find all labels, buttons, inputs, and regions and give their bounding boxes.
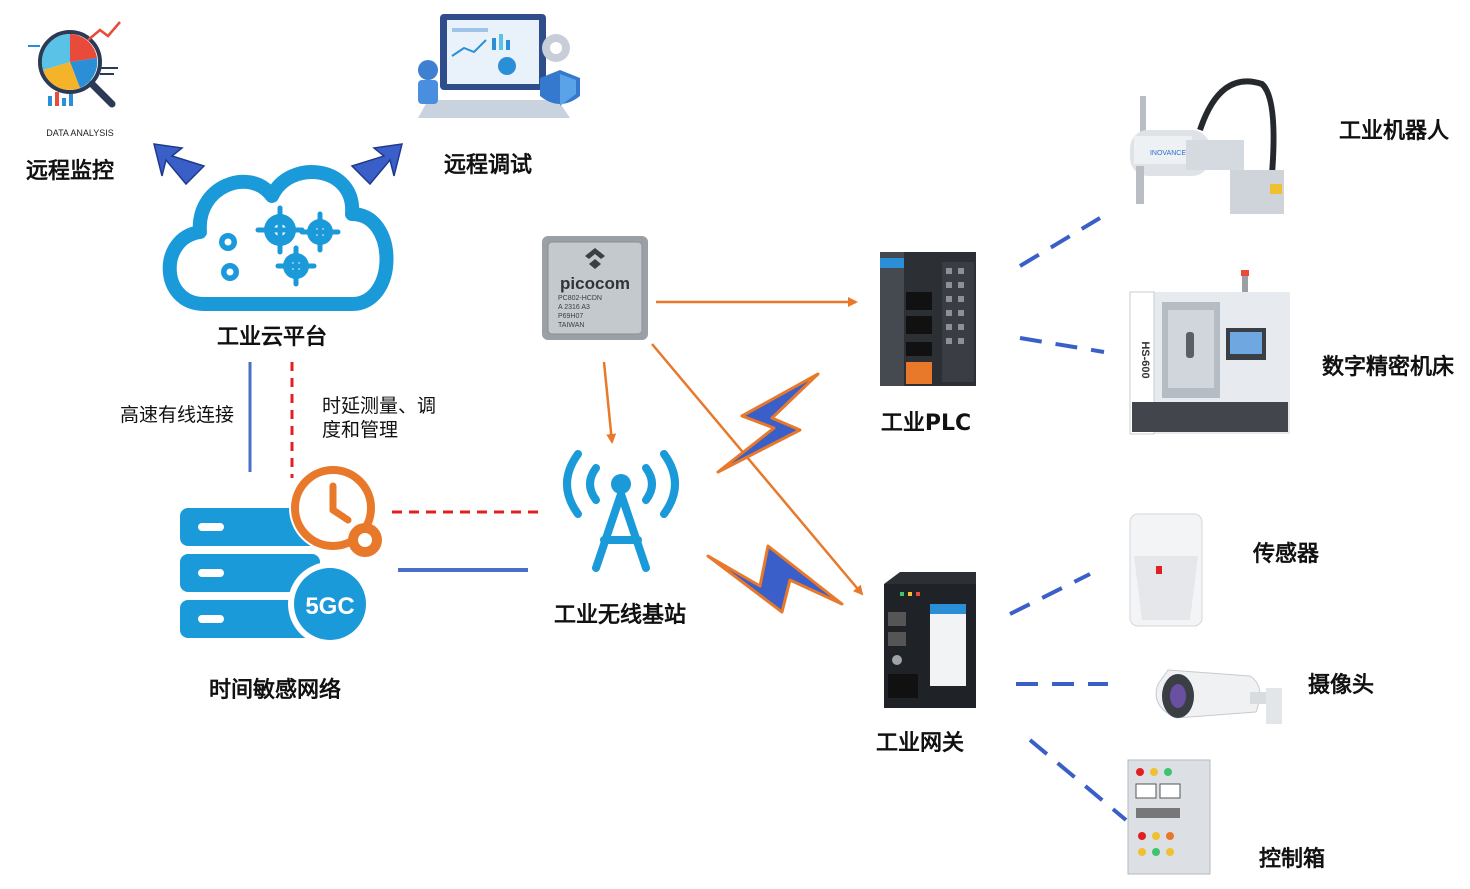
chip-code: A 2316 A3 — [558, 304, 590, 311]
cloud-platform-icon — [162, 165, 394, 311]
chip-model: PC802-HCDN — [558, 295, 602, 302]
gateway-device-icon — [884, 572, 976, 708]
delay-label-line1: 时延测量、调 — [322, 395, 436, 417]
cloud-platform-label: 工业云平台 — [217, 324, 327, 350]
control-box-icon — [1127, 759, 1211, 875]
plc-cnc-link — [1019, 336, 1105, 354]
five-gc-label: 5GC — [305, 593, 354, 620]
plc-device-icon — [880, 252, 976, 386]
plc-robot-link — [1018, 216, 1102, 268]
gateway-box-link — [1028, 738, 1128, 822]
industrial-robot-icon: INOVANCE — [1130, 78, 1284, 214]
wired-link-label: 高速有线连接 — [120, 404, 234, 426]
robot-label: 工业机器人 — [1339, 119, 1449, 144]
camera-label: 摄像头 — [1308, 672, 1374, 698]
wireless-bolt-upper-icon — [716, 372, 820, 474]
sensor-label: 传感器 — [1252, 541, 1320, 567]
tsn-label: 时间敏感网络 — [209, 677, 341, 703]
camera-icon — [1155, 669, 1282, 724]
cnc-machine-icon: HS-600 — [1129, 270, 1290, 435]
chip-batch: P69H07 — [558, 313, 583, 320]
chip-brand: picocom — [560, 274, 630, 293]
gateway-label: 工业网关 — [876, 731, 964, 756]
chip-origin: TAIWAN — [558, 322, 584, 329]
control-box-label: 控制箱 — [1259, 846, 1325, 872]
cnc-model: HS-600 — [1139, 341, 1151, 378]
tsn-server-icon: 5GC — [180, 464, 382, 646]
base-station-icon — [563, 450, 679, 572]
cnc-label: 数字精密机床 — [1322, 354, 1455, 380]
sensor-icon — [1129, 513, 1203, 627]
remote-debug-label: 远程调试 — [444, 153, 532, 178]
up-arrow-right-icon — [350, 143, 403, 186]
delay-label-line2: 度和管理 — [322, 419, 398, 441]
chip-to-gateway-arrow — [651, 343, 864, 596]
data-analysis-icon: DATA ANALYSIS — [28, 21, 121, 138]
data-analysis-caption: DATA ANALYSIS — [46, 128, 114, 138]
plc-label: 工业PLC — [881, 411, 971, 436]
remote-monitor-label: 远程监控 — [26, 158, 114, 184]
picocom-chip-icon: picocom PC802-HCDN A 2316 A3 P69H07 TAIW… — [542, 236, 648, 340]
wireless-bolt-lower-icon — [706, 544, 844, 614]
chip-to-station-arrow — [602, 361, 617, 444]
up-arrow-left-icon — [153, 143, 206, 186]
device-links — [1009, 216, 1128, 822]
robot-brand: INOVANCE — [1150, 150, 1186, 157]
gateway-sensor-link — [1009, 572, 1091, 616]
base-station-label: 工业无线基站 — [554, 602, 686, 628]
remote-debug-icon — [418, 14, 580, 118]
